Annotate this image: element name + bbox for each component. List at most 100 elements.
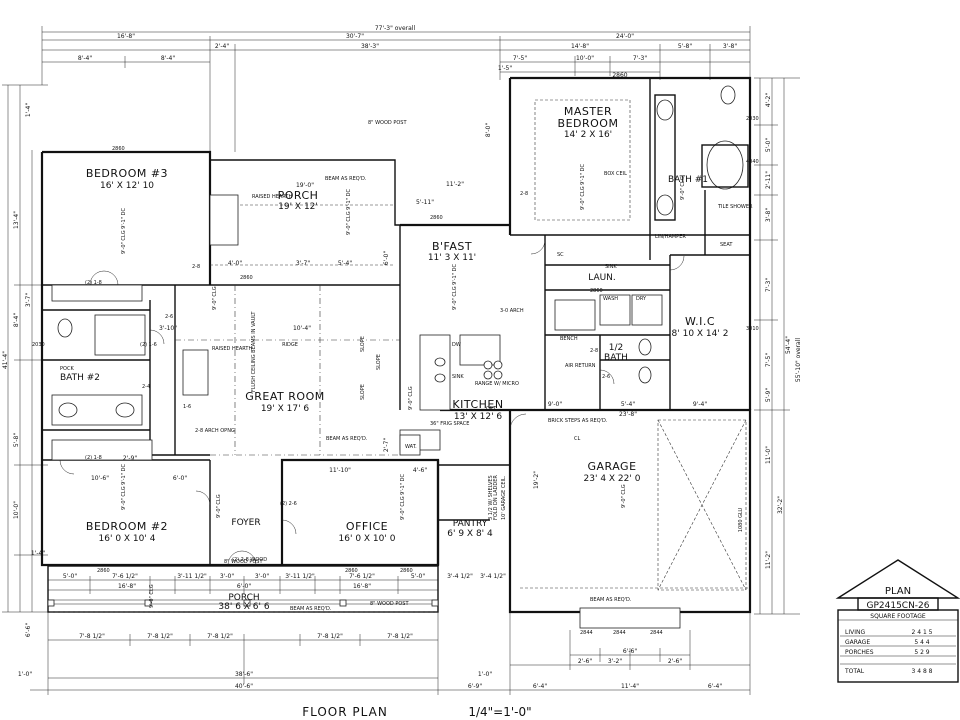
note-tile-shower: TILE SHOWER (717, 204, 753, 210)
room-garage-size: 23' 4 X 22' 0 (584, 474, 641, 484)
dim-overall-width: 77'-3" overall (375, 25, 416, 32)
dim-k-1-4: 1'-4" (31, 550, 45, 557)
ceiling-garage: 9'-0" CLG (621, 484, 627, 508)
dim-bot-3-11a: 3'-11 1/2" (177, 573, 207, 580)
door-2-8-c: 2-8 (590, 348, 598, 354)
dim-bot-3-4b: 3'-4 1/2" (480, 573, 506, 580)
dim-top-3-8: 3'-8" (723, 43, 737, 50)
window-4040: 4040 (746, 159, 759, 165)
window-2860-g: 2860 (590, 288, 603, 294)
note-arch-opng: 2-8 ARCH OPNG (195, 428, 235, 434)
note-ridge: RIDGE (282, 342, 298, 348)
dim-k-2-9: 2'-9" (123, 455, 137, 462)
note-raised-hearth-2: RAISED HEARTH (212, 346, 252, 352)
row-porches-label: PORCHES (845, 649, 874, 656)
dim-top-5-8: 5'-8" (678, 43, 692, 50)
note-return: AIR RETURN (565, 363, 596, 369)
row-garage-label: GARAGE (845, 639, 870, 646)
dim-top-14-8: 14'-8" (571, 43, 589, 50)
dim-top-7-5: 7'-5" (513, 55, 527, 62)
dim-k-2-7: 2'-7" (383, 438, 390, 452)
note-flush-ceiling: FLUSH CEILING BEAMS IN VAULT (251, 311, 257, 392)
dim-left-1-4: 1'-4" (25, 103, 32, 117)
note-lin: LIN/HAMPER (655, 234, 686, 240)
room-porch-front-size: 38' 6 X 6' 6 (218, 602, 269, 612)
dim-left-6-6: 6'-6" (25, 623, 32, 637)
room-pantry-name: PANTRY (453, 519, 488, 529)
dim-bot-3-4a: 3'-4 1/2" (447, 573, 473, 580)
table-header: SQUARE FOOTAGE (870, 613, 926, 620)
dim-bot-40-6: 40'-6" (235, 683, 253, 690)
dim-bot-3-0a: 3'-0" (220, 573, 234, 580)
note-dry: DRY (636, 296, 647, 302)
ceiling-office: 9'-0" CLG 9'-1" DC (400, 474, 406, 520)
window-2030: 2030 (32, 342, 45, 348)
plan-number: GP2415CN-26 (866, 601, 929, 611)
note-cl: CL (574, 436, 580, 442)
dim-right-54-4: 54'-4" (785, 336, 792, 354)
dim-right-overall: 55'-10" overall (795, 338, 802, 382)
note-beam-3: BEAM AS REQ'D. (290, 606, 332, 612)
window-3010: 3010 (746, 326, 759, 332)
title-scale: 1/4"=1'-0" (468, 705, 531, 719)
dim-k-3-10: 3'-10" (159, 325, 177, 332)
room-office-size: 16' 0 X 10' 0 (339, 534, 396, 544)
room-bfast-size: 11' 3 X 11' (428, 253, 476, 263)
door-2-6-b: 2-6 (602, 374, 610, 380)
ceiling-bfast: 9'-0" CLG 9'-1" DC (452, 264, 458, 310)
dimension-text: 77'-3" overall 16'-8" 30'-7" 24'-0" 2'-4… (2, 25, 802, 690)
dim-bot-7-8d: 7'-8 1/2" (317, 633, 343, 640)
note-raised-hearth: RAISED HEARTH (252, 194, 292, 200)
note-beam-1: BEAM AS REQ'D. (325, 176, 367, 182)
dim-garage-23-8: 23'-8" (619, 411, 637, 418)
room-office-name: OFFICE (346, 520, 388, 533)
ceiling-master: 9'-0" CLG 9'-1" DC (580, 164, 586, 210)
note-slope-a: SLOPE (360, 336, 366, 352)
ceiling-great: 9'-0" CLG (212, 286, 218, 310)
dim-bot-6-4b: 6'-4" (708, 683, 722, 690)
row-living-label: LIVING (845, 629, 865, 636)
dim-bot-3-2: 3'-2" (608, 658, 622, 665)
window-2860-f: 2860 (400, 568, 413, 574)
dim-bot-11-4: 11'-4" (621, 683, 639, 690)
dim-k-10-6: 10'-6" (91, 475, 109, 482)
note-post-2: 8" WOOD POST (370, 601, 409, 607)
door-swings (59, 239, 685, 566)
door-2-4: 2-4 (142, 384, 150, 390)
room-garage-name: GARAGE (587, 460, 636, 473)
note-beam-2: BEAM AS REQ'D. (326, 436, 368, 442)
dim-k-11-10: 11'-10" (329, 467, 351, 474)
row-garage-value: 5 4 4 (914, 639, 929, 646)
dim-left-8-4: 8'-4" (13, 313, 20, 327)
note-slope-c: SLOPE (376, 354, 382, 370)
window-2844-b: 2844 (613, 630, 626, 636)
room-bfast-name: B'FAST (432, 240, 472, 253)
note-sink-2: SINK (452, 374, 464, 380)
room-master-name-2: BEDROOM (558, 117, 619, 130)
ceiling-lines (175, 99, 750, 589)
dim-right-3-8: 3'-8" (765, 208, 772, 222)
garage-door-size: 1080 GLU (738, 507, 744, 532)
note-brick-steps: BRICK STEPS AS REQ'D. (548, 418, 608, 424)
dim-top-1-5: 1'-5" (498, 65, 512, 72)
room-pantry-size: 6' 9 X 8' 4 (447, 529, 493, 539)
dim-bot-16-8: 16'-8" (118, 583, 136, 590)
room-foyer-name: FOYER (231, 518, 260, 528)
dim-k-6-0b: 6'-0" (383, 251, 390, 265)
dim-bot-1-0b: 1'-0" (478, 671, 492, 678)
dim-bot-6-9: 6'-9" (468, 683, 482, 690)
room-wic-name: W.I.C (685, 315, 715, 328)
note-range: RANGE W/ MICRO (475, 381, 519, 387)
dim-k-4-6: 4'-6" (413, 467, 427, 474)
note-opt: OPT (486, 406, 497, 412)
total-label: TOTAL (844, 668, 865, 675)
note-box-ceil: BOX CEIL (604, 171, 627, 177)
dim-top-2-4: 2'-4" (215, 43, 229, 50)
dim-bot-7-8c: 7'-8 1/2" (207, 633, 233, 640)
door-1-8-a: (2) 1-8 (85, 280, 102, 286)
room-bedroom3-size: 16' X 12' 10 (100, 181, 154, 191)
room-porch-rear-size: 19' X 12' (278, 202, 318, 212)
dim-bot-5-0b: 5'-0" (411, 573, 425, 580)
dim-bot-7-6a: 7'-6 1/2" (112, 573, 138, 580)
dim-k-8-0: 8'-0" (485, 123, 492, 137)
